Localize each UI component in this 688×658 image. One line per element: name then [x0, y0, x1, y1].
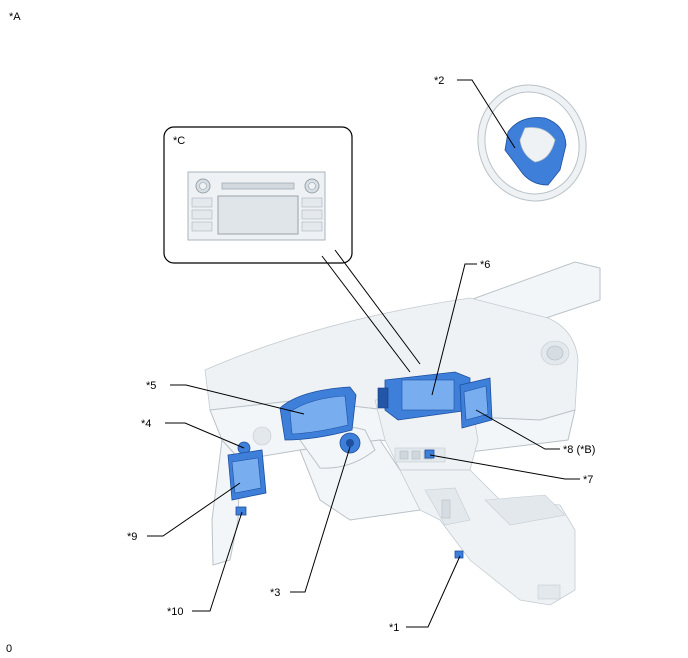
detail-inset [163, 126, 421, 373]
callout-3: *3 [270, 587, 280, 599]
callout-5: *5 [146, 380, 156, 392]
view-label: *A [9, 11, 21, 23]
callout-6: *6 [480, 259, 490, 271]
radio-receiver [377, 371, 471, 421]
callout-7: *7 [583, 474, 593, 486]
steering-sensor [339, 432, 361, 454]
callout-4: *4 [141, 418, 151, 430]
leader-lines [147, 79, 580, 628]
combination-meter [279, 386, 357, 441]
right-side-module [459, 377, 493, 429]
detail-label: *C [173, 135, 185, 147]
left-control-module [227, 441, 267, 501]
callout-2: *2 [434, 75, 444, 87]
callout-10: *10 [167, 606, 184, 618]
dashboard-illustration [204, 261, 601, 606]
small-switch [424, 449, 435, 459]
callout-1: *1 [389, 622, 399, 634]
footer-code: 0 [6, 643, 12, 655]
radio-face-illustration [187, 171, 326, 241]
steering-wheel [477, 84, 587, 202]
console-sensor [454, 550, 464, 559]
callout-8: *8 (*B) [563, 444, 595, 456]
callout-9: *9 [127, 531, 137, 543]
